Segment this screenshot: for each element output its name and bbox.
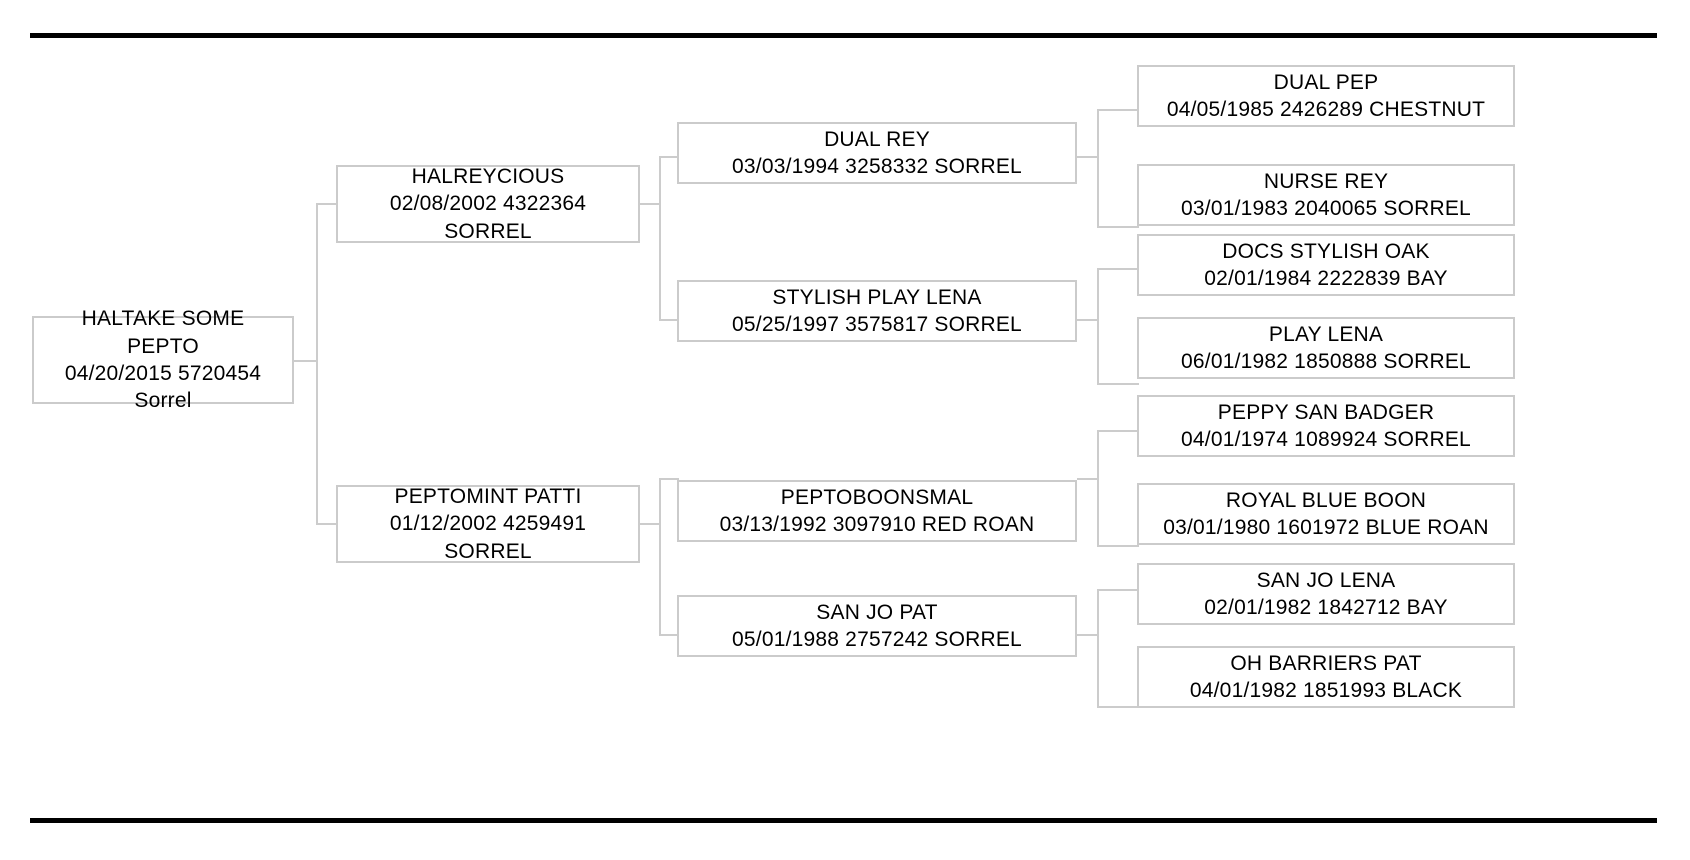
connector-subject-to-dam [316,523,338,525]
connector-sire-stem [640,203,659,205]
top-rule [30,33,1657,38]
node-name-line2: PEPTO [127,334,199,358]
connector-dam-stem [640,523,659,525]
connector-subject-stem [294,360,316,362]
node-name: STYLISH PLAY LENA [772,285,982,309]
connector-dam-sire-to-g4-5 [1097,430,1139,432]
pedigree-node-sire-dam[interactable]: STYLISH PLAY LENA 05/25/1997 3575817 SOR… [677,280,1077,342]
pedigree-node-g4-8[interactable]: OH BARRIERS PAT 04/01/1982 1851993 BLACK [1137,646,1515,708]
pedigree-node-subject[interactable]: HALTAKE SOME PEPTO 04/20/2015 5720454 So… [32,307,294,412]
connector-sire-to-sire-sire [659,156,679,158]
connector-sire-sire-to-g4-2 [1097,226,1139,228]
pedigree-node-g4-7[interactable]: SAN JO LENA 02/01/1982 1842712 BAY [1137,563,1515,625]
pedigree-node-dam[interactable]: PEPTOMINT PATTI 01/12/2002 4259491 SORRE… [336,485,640,563]
connector-dam-sire-bus [1097,430,1099,545]
pedigree-node-g4-4[interactable]: PLAY LENA 06/01/1982 1850888 SORREL [1137,317,1515,379]
node-detail-line2: Sorrel [134,389,192,413]
node-detail: 02/01/1984 2222839 BAY [1204,267,1448,290]
pedigree-node-g4-6[interactable]: ROYAL BLUE BOON 03/01/1980 1601972 BLUE … [1137,483,1515,545]
node-name: OH BARRIERS PAT [1230,651,1422,675]
node-name: PEPTOBOONSMAL [780,485,974,509]
node-name: HALREYCIOUS [411,165,565,189]
pedigree-node-sire[interactable]: HALREYCIOUS 02/08/2002 4322364 SORREL [336,165,640,243]
connector-subject-to-sire [316,203,338,205]
connector-sire-sire-to-g4-1 [1097,109,1139,111]
connector-sire-dam-stem [1077,319,1097,321]
pedigree-node-dam-sire[interactable]: PEPTOBOONSMAL 03/13/1992 3097910 RED ROA… [677,480,1077,542]
node-name: NURSE REY [1263,169,1389,193]
node-detail: 04/05/1985 2426289 CHESTNUT [1166,98,1486,121]
connector-dam-dam-to-g4-8 [1097,706,1139,708]
node-name-line1: HALTAKE SOME [81,307,245,331]
pedigree-node-dam-dam[interactable]: SAN JO PAT 05/01/1988 2757242 SORREL [677,595,1077,657]
node-name: ROYAL BLUE BOON [1225,488,1427,512]
node-name: SAN JO PAT [816,600,938,624]
connector-sire-to-sire-dam [659,319,679,321]
connector-dam-dam-bus [1097,589,1099,706]
connector-dam-dam-to-g4-7 [1097,589,1139,591]
node-detail: 03/13/1992 3097910 RED ROAN [719,513,1035,536]
connector-sire-dam-bus [1097,268,1099,383]
node-detail-line1: 04/20/2015 5720454 [64,362,262,385]
connector-sire-sire-stem [1077,156,1097,158]
connector-dam-to-dam-sire [659,478,679,480]
pedigree-node-g4-5[interactable]: PEPPY SAN BADGER 04/01/1974 1089924 SORR… [1137,395,1515,457]
node-name: DUAL PEP [1273,70,1379,94]
node-detail-line2: SORREL [444,539,532,563]
pedigree-node-g4-3[interactable]: DOCS STYLISH OAK 02/01/1984 2222839 BAY [1137,234,1515,296]
connector-sire-dam-to-g4-3 [1097,268,1139,270]
pedigree-node-sire-sire[interactable]: DUAL REY 03/03/1994 3258332 SORREL [677,122,1077,184]
node-detail: 05/25/1997 3575817 SORREL [732,313,1022,336]
node-detail: 05/01/1988 2757242 SORREL [732,628,1022,651]
node-detail: 06/01/1982 1850888 SORREL [1181,350,1471,373]
node-detail: 02/01/1982 1842712 BAY [1204,596,1448,619]
connector-sire-bus [659,156,661,319]
connector-dam-bus [659,478,661,634]
node-detail: 04/01/1974 1089924 SORREL [1181,428,1471,451]
node-name: PEPTOMINT PATTI [394,485,582,509]
node-detail-line2: SORREL [444,219,532,243]
connector-sire-sire-bus [1097,109,1099,226]
node-detail-line1: 02/08/2002 4322364 [389,192,587,216]
connector-dam-to-dam-dam [659,634,679,636]
pedigree-tree: HALTAKE SOME PEPTO 04/20/2015 5720454 So… [0,40,1690,815]
node-name: DUAL REY [824,127,930,151]
node-detail: 03/01/1980 1601972 BLUE ROAN [1163,516,1489,539]
connector-subject-bus [316,203,318,523]
connector-dam-sire-stem [1077,478,1097,480]
node-name: SAN JO LENA [1256,568,1396,592]
node-name: DOCS STYLISH OAK [1222,239,1430,263]
pedigree-node-g4-2[interactable]: NURSE REY 03/01/1983 2040065 SORREL [1137,164,1515,226]
node-detail-line1: 01/12/2002 4259491 [389,512,587,536]
node-detail: 03/01/1983 2040065 SORREL [1181,197,1471,220]
node-detail: 03/03/1994 3258332 SORREL [732,155,1022,178]
node-detail: 04/01/1982 1851993 BLACK [1189,679,1463,702]
connector-dam-dam-stem [1077,634,1097,636]
connector-sire-dam-to-g4-4 [1097,383,1139,385]
bottom-rule [30,818,1657,823]
connector-dam-sire-to-g4-6 [1097,545,1139,547]
node-name: PLAY LENA [1268,322,1384,346]
pedigree-node-g4-1[interactable]: DUAL PEP 04/05/1985 2426289 CHESTNUT [1137,65,1515,127]
node-name: PEPPY SAN BADGER [1217,400,1435,424]
